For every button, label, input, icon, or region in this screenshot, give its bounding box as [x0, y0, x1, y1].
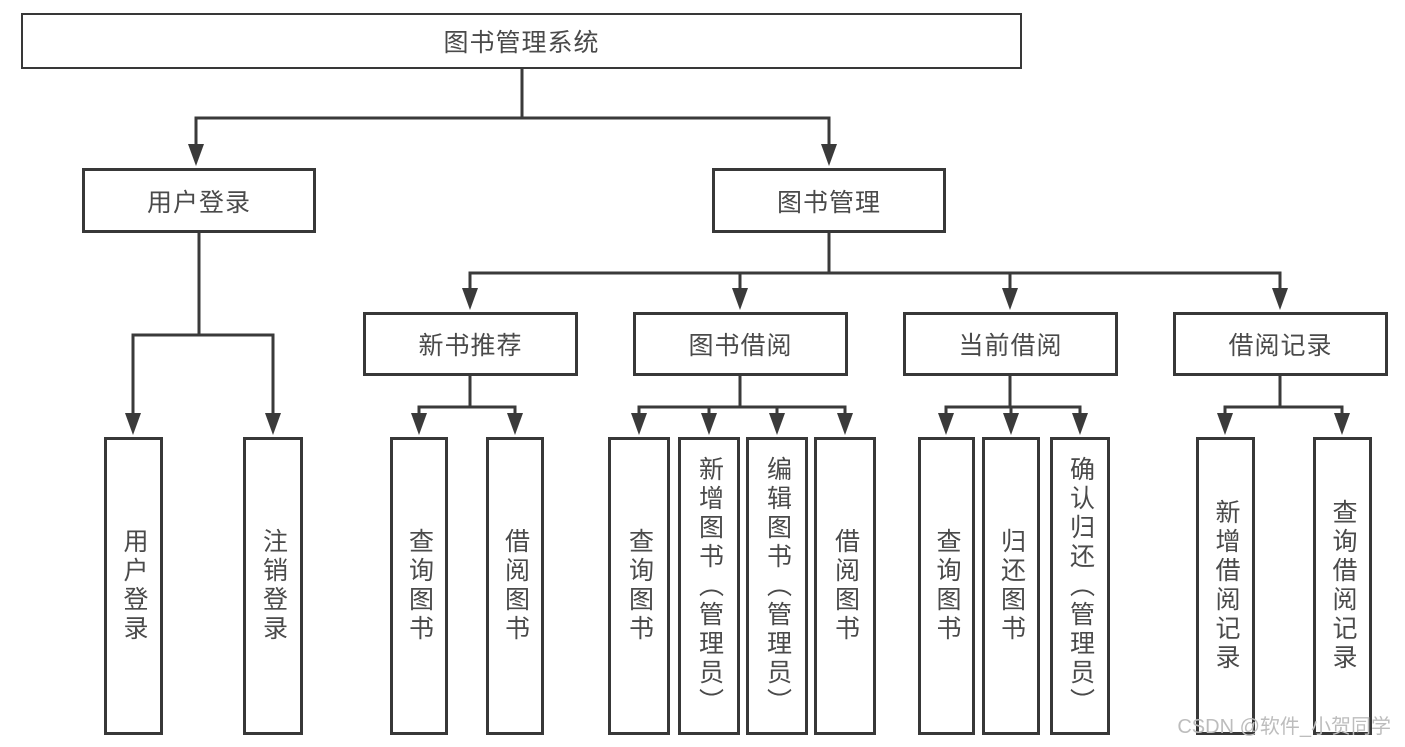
leaf-confirm-return-admin-label: 确认归还（管理员） [1066, 455, 1095, 717]
node-new-book-recommendation-label: 新书推荐 [418, 332, 523, 360]
leaf-user-login: 用户登录 [104, 437, 163, 735]
node-root-label: 图书管理系统 [443, 29, 600, 57]
leaf-query-books-borrowing-label: 查询图书 [625, 528, 654, 644]
node-borrowing-records-label: 借阅记录 [1228, 332, 1333, 360]
leaf-borrow-books-borrowing: 借阅图书 [814, 437, 876, 735]
leaf-return-books: 归还图书 [982, 437, 1040, 735]
node-book-management: 图书管理 [712, 168, 946, 233]
leaf-borrow-books-recommend-label: 借阅图书 [501, 528, 530, 644]
node-book-borrowing-label: 图书借阅 [688, 332, 793, 360]
node-user-login-label: 用户登录 [146, 188, 251, 217]
arrowhead-icons [125, 144, 1350, 435]
leaf-query-books-current: 查询图书 [918, 437, 975, 735]
leaf-query-books-borrowing: 查询图书 [608, 437, 670, 735]
csdn-watermark: CSDN @软件_小贺同学 [1177, 716, 1391, 738]
leaf-logout: 注销登录 [243, 437, 303, 735]
leaf-add-book-admin-label: 新增图书（管理员） [695, 455, 724, 717]
leaf-logout-label: 注销登录 [259, 528, 288, 644]
leaf-confirm-return-admin: 确认归还（管理员） [1050, 437, 1110, 735]
connector-elbows [131, 67, 1344, 415]
leaf-edit-book-admin-label: 编辑图书（管理员） [763, 455, 792, 717]
leaf-query-books-recommend: 查询图书 [390, 437, 448, 735]
node-current-borrowing-label: 当前借阅 [958, 332, 1063, 360]
leaf-edit-book-admin: 编辑图书（管理员） [746, 437, 808, 735]
leaf-user-login-label: 用户登录 [120, 528, 148, 644]
leaf-add-borrow-record-label: 新增借阅记录 [1212, 499, 1240, 673]
leaf-borrow-books-borrowing-label: 借阅图书 [831, 528, 860, 644]
leaf-query-borrow-record-label: 查询借阅记录 [1329, 499, 1357, 673]
leaf-query-books-current-label: 查询图书 [933, 528, 961, 644]
leaf-add-book-admin: 新增图书（管理员） [678, 437, 740, 735]
node-current-borrowing: 当前借阅 [903, 312, 1118, 376]
node-new-book-recommendation: 新书推荐 [363, 312, 578, 376]
leaf-return-books-label: 归还图书 [997, 528, 1026, 644]
leaf-add-borrow-record: 新增借阅记录 [1196, 437, 1255, 735]
node-user-login: 用户登录 [82, 168, 316, 233]
node-book-borrowing: 图书借阅 [633, 312, 848, 376]
leaf-query-borrow-record: 查询借阅记录 [1313, 437, 1372, 735]
node-borrowing-records: 借阅记录 [1173, 312, 1388, 376]
leaf-borrow-books-recommend: 借阅图书 [486, 437, 544, 735]
node-root-system: 图书管理系统 [21, 13, 1022, 69]
node-book-management-label: 图书管理 [776, 188, 881, 217]
leaf-query-books-recommend-label: 查询图书 [405, 528, 434, 644]
